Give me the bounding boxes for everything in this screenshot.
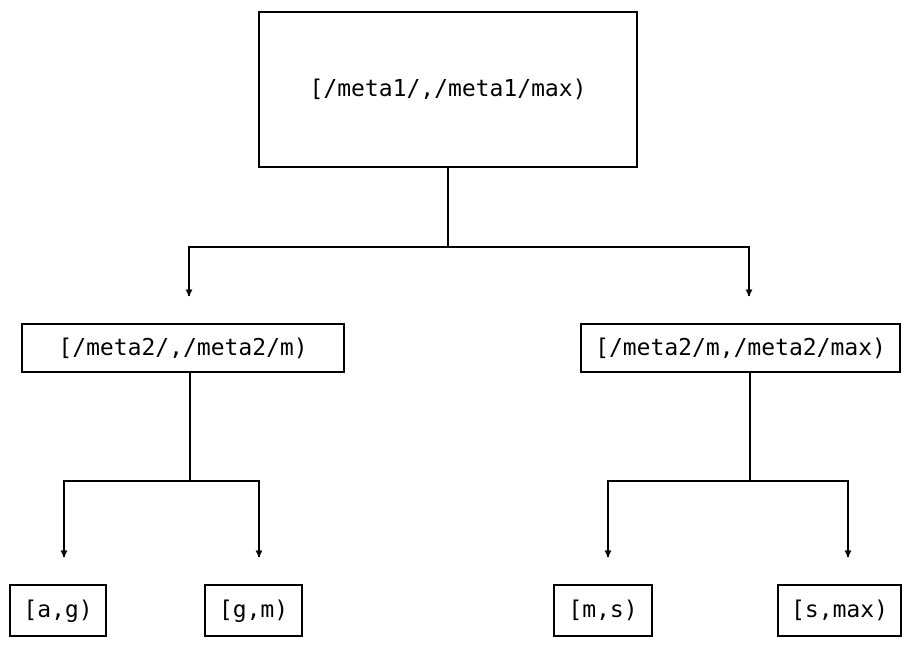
edge-mid-right-to-leaf-3: [749, 373, 852, 558]
tree-node-leaf-2[interactable]: [m,s): [553, 584, 653, 637]
tree-node-leaf-2-label: [m,s): [568, 597, 638, 623]
tree-node-mid-right-label: [/meta2/m,/meta2/max): [595, 334, 886, 361]
tree-node-mid-right[interactable]: [/meta2/m,/meta2/max): [580, 323, 901, 373]
tree-node-leaf-1[interactable]: [g,m): [204, 584, 303, 637]
tree-node-leaf-0[interactable]: [a,g): [9, 584, 107, 637]
edge-mid-left-to-leaf-0: [60, 373, 191, 558]
edge-mid-right-to-leaf-2: [604, 373, 751, 558]
tree-node-leaf-1-label: [g,m): [218, 597, 289, 623]
tree-node-mid-left-label: [/meta2/,/meta2/m): [58, 334, 308, 361]
tree-node-mid-left[interactable]: [/meta2/,/meta2/m): [21, 323, 345, 373]
tree-node-leaf-0-label: [a,g): [23, 597, 93, 623]
tree-node-root-label: [/meta1/,/meta1/max): [309, 76, 587, 102]
edge-root-to-mid-left: [185, 168, 449, 297]
edge-mid-left-to-leaf-1: [189, 373, 263, 558]
tree-node-leaf-3-label: [s,max): [791, 597, 888, 623]
tree-node-leaf-3[interactable]: [s,max): [777, 584, 902, 637]
tree-node-root[interactable]: [/meta1/,/meta1/max): [258, 11, 638, 168]
edge-root-to-mid-right: [447, 168, 753, 297]
